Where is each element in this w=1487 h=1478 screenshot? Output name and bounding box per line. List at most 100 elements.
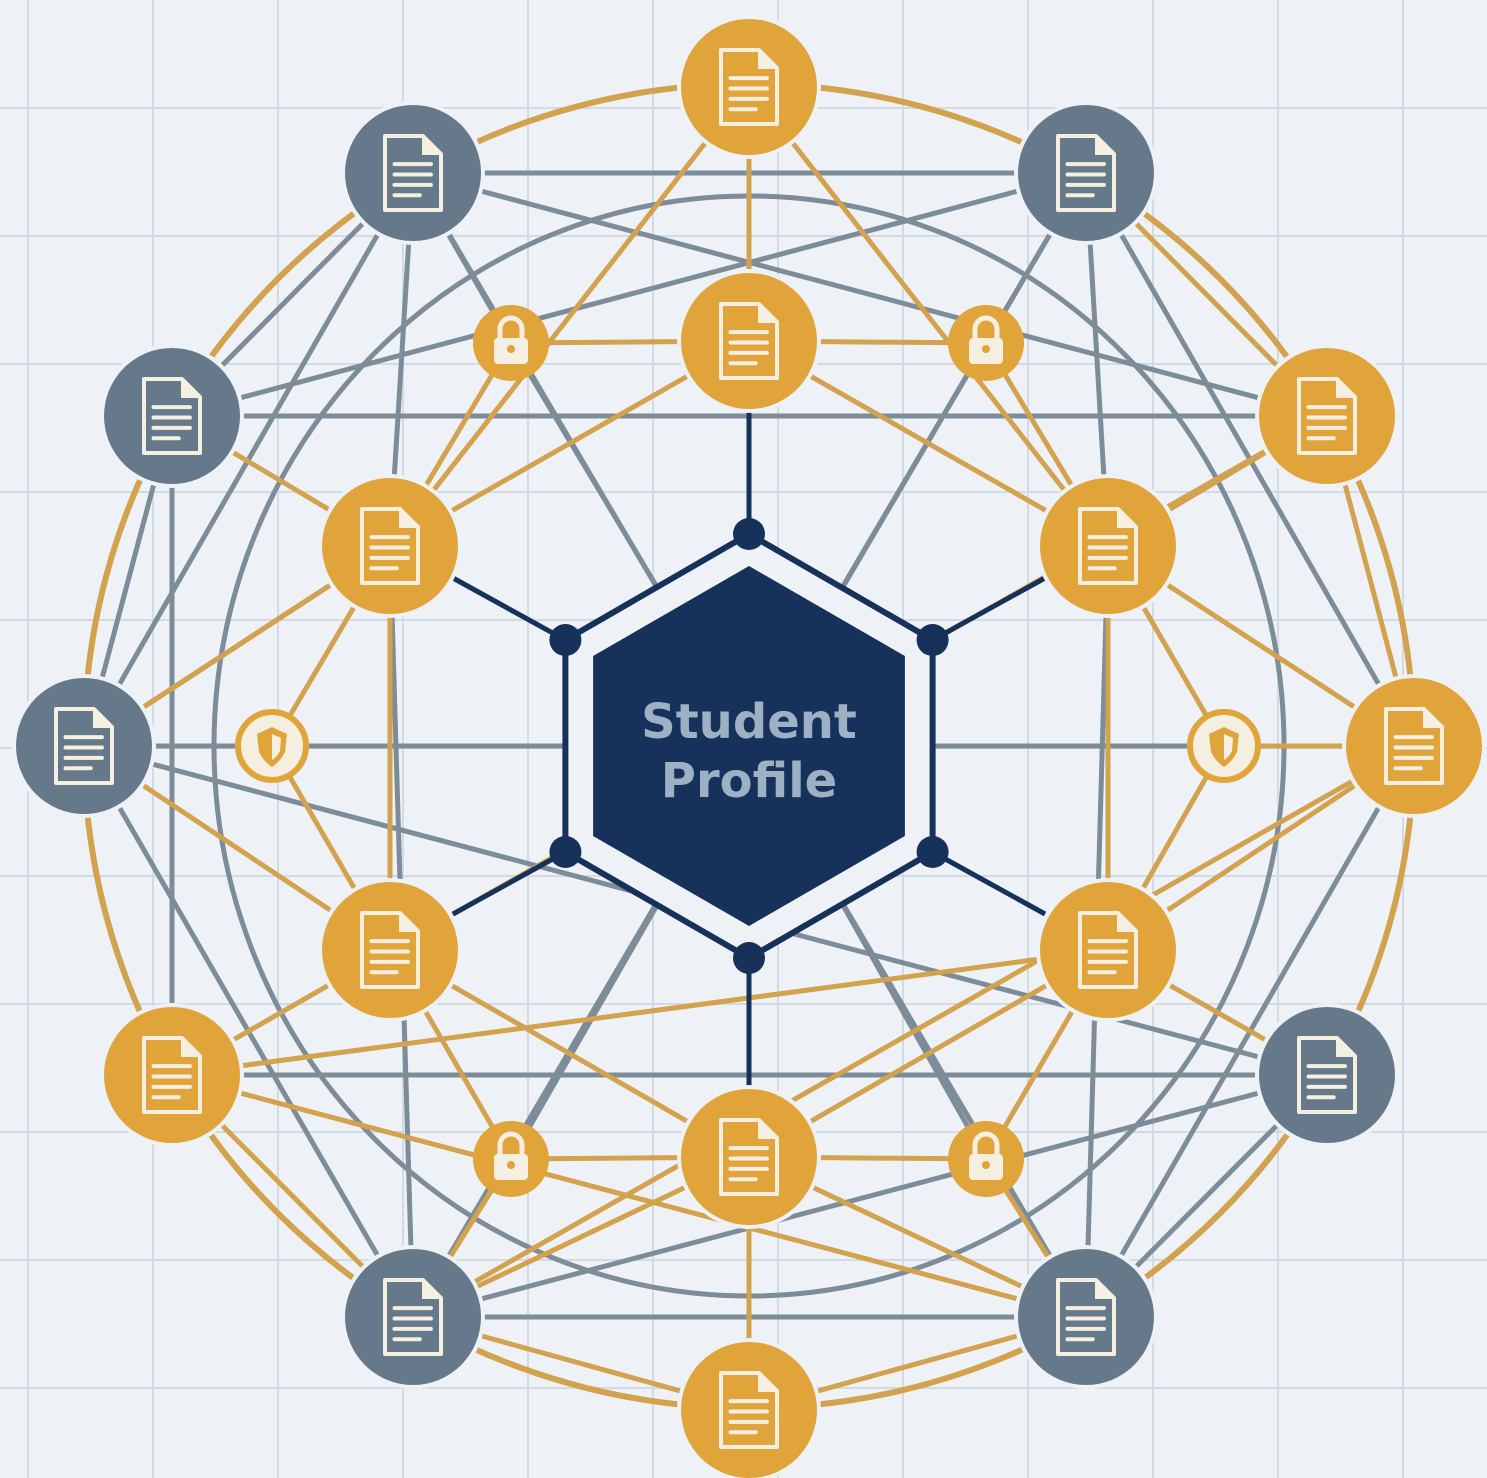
hub-spoke xyxy=(931,849,1047,917)
document-outline xyxy=(1297,1036,1357,1114)
shield-node xyxy=(1187,709,1261,783)
hub-connectors xyxy=(451,410,1047,1090)
document-icon xyxy=(360,506,421,585)
padlock-icon xyxy=(969,315,1003,364)
document-icon xyxy=(383,1277,444,1356)
document-icon xyxy=(719,1117,780,1196)
padlock-shackle xyxy=(497,315,525,339)
document-outline xyxy=(719,302,779,380)
document-icon xyxy=(383,133,444,212)
document-outline xyxy=(719,1371,779,1449)
document-icon xyxy=(719,301,780,380)
shield-nodes xyxy=(235,709,1261,783)
document-outline xyxy=(1297,377,1357,455)
document-node xyxy=(1342,674,1486,818)
document-outline xyxy=(360,911,420,989)
gold-link xyxy=(387,84,752,549)
document-icon xyxy=(142,376,203,455)
padlock-shackle xyxy=(497,1131,525,1155)
hub-spoke xyxy=(451,575,567,643)
document-fold xyxy=(1423,706,1445,728)
document-icon xyxy=(1078,506,1139,585)
padlock-keyhole xyxy=(507,1161,515,1169)
padlock-keyhole xyxy=(507,345,515,353)
document-fold xyxy=(758,1117,780,1139)
document-fold xyxy=(1095,133,1117,155)
padlock-keyhole xyxy=(982,345,990,353)
document-outline xyxy=(360,507,420,585)
document-node xyxy=(677,15,821,159)
document-fold xyxy=(399,506,421,528)
document-node xyxy=(1014,101,1158,245)
gold-link xyxy=(410,743,1417,1320)
shield-highlight xyxy=(272,734,281,760)
padlock-shackle xyxy=(972,315,1000,339)
document-node xyxy=(12,674,156,818)
hub-connector-dot xyxy=(549,624,582,656)
document-fold xyxy=(758,1370,780,1392)
document-outline xyxy=(1078,507,1138,585)
document-node xyxy=(1255,1003,1399,1147)
lock-nodes xyxy=(473,305,1024,1197)
padlock-icon xyxy=(969,1131,1003,1180)
document-node xyxy=(341,1245,485,1389)
document-icon xyxy=(719,1370,780,1449)
padlock-keyhole xyxy=(982,1161,990,1169)
document-icon xyxy=(1056,1277,1117,1356)
lock-node xyxy=(473,1121,549,1197)
document-node xyxy=(100,344,244,488)
document-outline xyxy=(54,707,114,785)
student-profile-hub: Student Profile xyxy=(562,530,936,962)
shield-icon xyxy=(1209,727,1239,767)
document-node xyxy=(677,1338,821,1478)
document-icon xyxy=(1297,376,1358,455)
lock-node xyxy=(948,1121,1024,1197)
document-node xyxy=(1036,878,1180,1022)
hub-connector-dot xyxy=(733,518,765,550)
document-nodes xyxy=(12,15,1486,1478)
document-fold xyxy=(93,706,115,728)
slate-link xyxy=(410,170,1330,419)
document-icon xyxy=(360,910,421,989)
document-fold xyxy=(1117,910,1139,932)
document-node xyxy=(341,101,485,245)
document-outline xyxy=(142,1036,202,1114)
slate-link xyxy=(410,1072,1330,1320)
gold-link xyxy=(169,947,1111,1078)
document-fold xyxy=(399,910,421,932)
hub-title-line-2: Profile xyxy=(661,753,837,809)
document-icon xyxy=(1297,1035,1358,1114)
slate-link xyxy=(169,170,1089,419)
document-icon xyxy=(1078,910,1139,989)
document-node xyxy=(100,1003,244,1147)
slate-link xyxy=(508,897,663,1162)
hub-connector-dot xyxy=(549,836,582,868)
document-outline xyxy=(719,48,779,126)
shield-node xyxy=(235,709,309,783)
document-icon xyxy=(719,47,780,126)
lock-node xyxy=(948,305,1024,381)
document-node xyxy=(318,878,462,1022)
shield-icon xyxy=(257,727,287,767)
document-icon xyxy=(1384,706,1445,785)
slate-link xyxy=(508,340,663,595)
document-fold xyxy=(758,301,780,323)
padlock-icon xyxy=(494,1131,528,1180)
document-icon xyxy=(1056,133,1117,212)
document-icon xyxy=(54,706,115,785)
slate-link xyxy=(837,340,989,595)
document-outline xyxy=(142,377,202,455)
document-outline xyxy=(383,134,443,212)
hub-spoke xyxy=(931,575,1047,643)
document-node xyxy=(1036,474,1180,618)
document-fold xyxy=(422,133,444,155)
shield-highlight xyxy=(1224,734,1233,760)
document-fold xyxy=(1336,376,1358,398)
document-node xyxy=(677,269,821,413)
document-outline xyxy=(1384,707,1444,785)
hub-connector-dot xyxy=(733,942,765,974)
padlock-icon xyxy=(494,315,528,364)
document-fold xyxy=(758,47,780,69)
document-outline xyxy=(1078,911,1138,989)
